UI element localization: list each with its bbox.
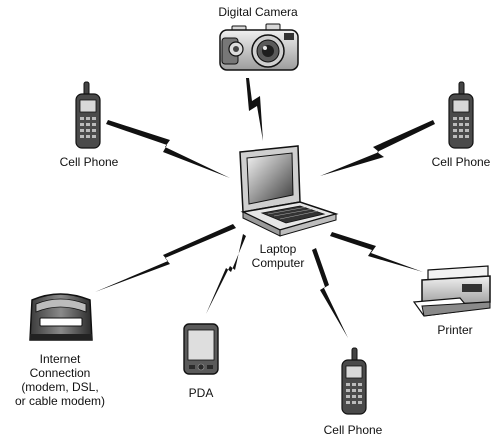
link-bolt-pda (206, 234, 246, 314)
link-bolt-phone-right (320, 120, 435, 176)
printer-icon (412, 265, 491, 317)
label-laptop-line2: Computer (252, 256, 305, 270)
label-printer: Printer (437, 323, 472, 337)
label-cell-phone-left: Cell Phone (60, 155, 119, 169)
link-bolt-modem (95, 224, 236, 292)
wireless-links (95, 78, 435, 338)
label-modem-line3: (modem, DSL, (21, 380, 98, 394)
label-cell-phone-right: Cell Phone (432, 155, 491, 169)
link-bolt-camera (246, 78, 263, 141)
label-modem-line4: or cable modem) (15, 394, 105, 408)
link-bolt-printer (330, 232, 423, 272)
label-pda: PDA (189, 386, 214, 400)
cell-phone-left-icon (75, 81, 101, 149)
pda-icon (183, 323, 219, 375)
label-laptop-line1: Laptop (260, 242, 297, 256)
label-modem-line1: Internet (40, 352, 81, 366)
label-digital-camera: Digital Camera (218, 5, 298, 19)
cell-phone-right-icon (448, 81, 474, 149)
label-cell-phone-bottom: Cell Phone (324, 423, 383, 437)
laptop-computer-icon (239, 145, 339, 237)
label-modem-line2: Connection (30, 366, 91, 380)
link-bolt-phone-left (106, 120, 230, 178)
digital-camera-icon (219, 23, 299, 71)
cell-phone-bottom-icon (341, 347, 367, 415)
link-bolt-phone-bottom (312, 248, 348, 338)
modem-icon (29, 293, 93, 341)
